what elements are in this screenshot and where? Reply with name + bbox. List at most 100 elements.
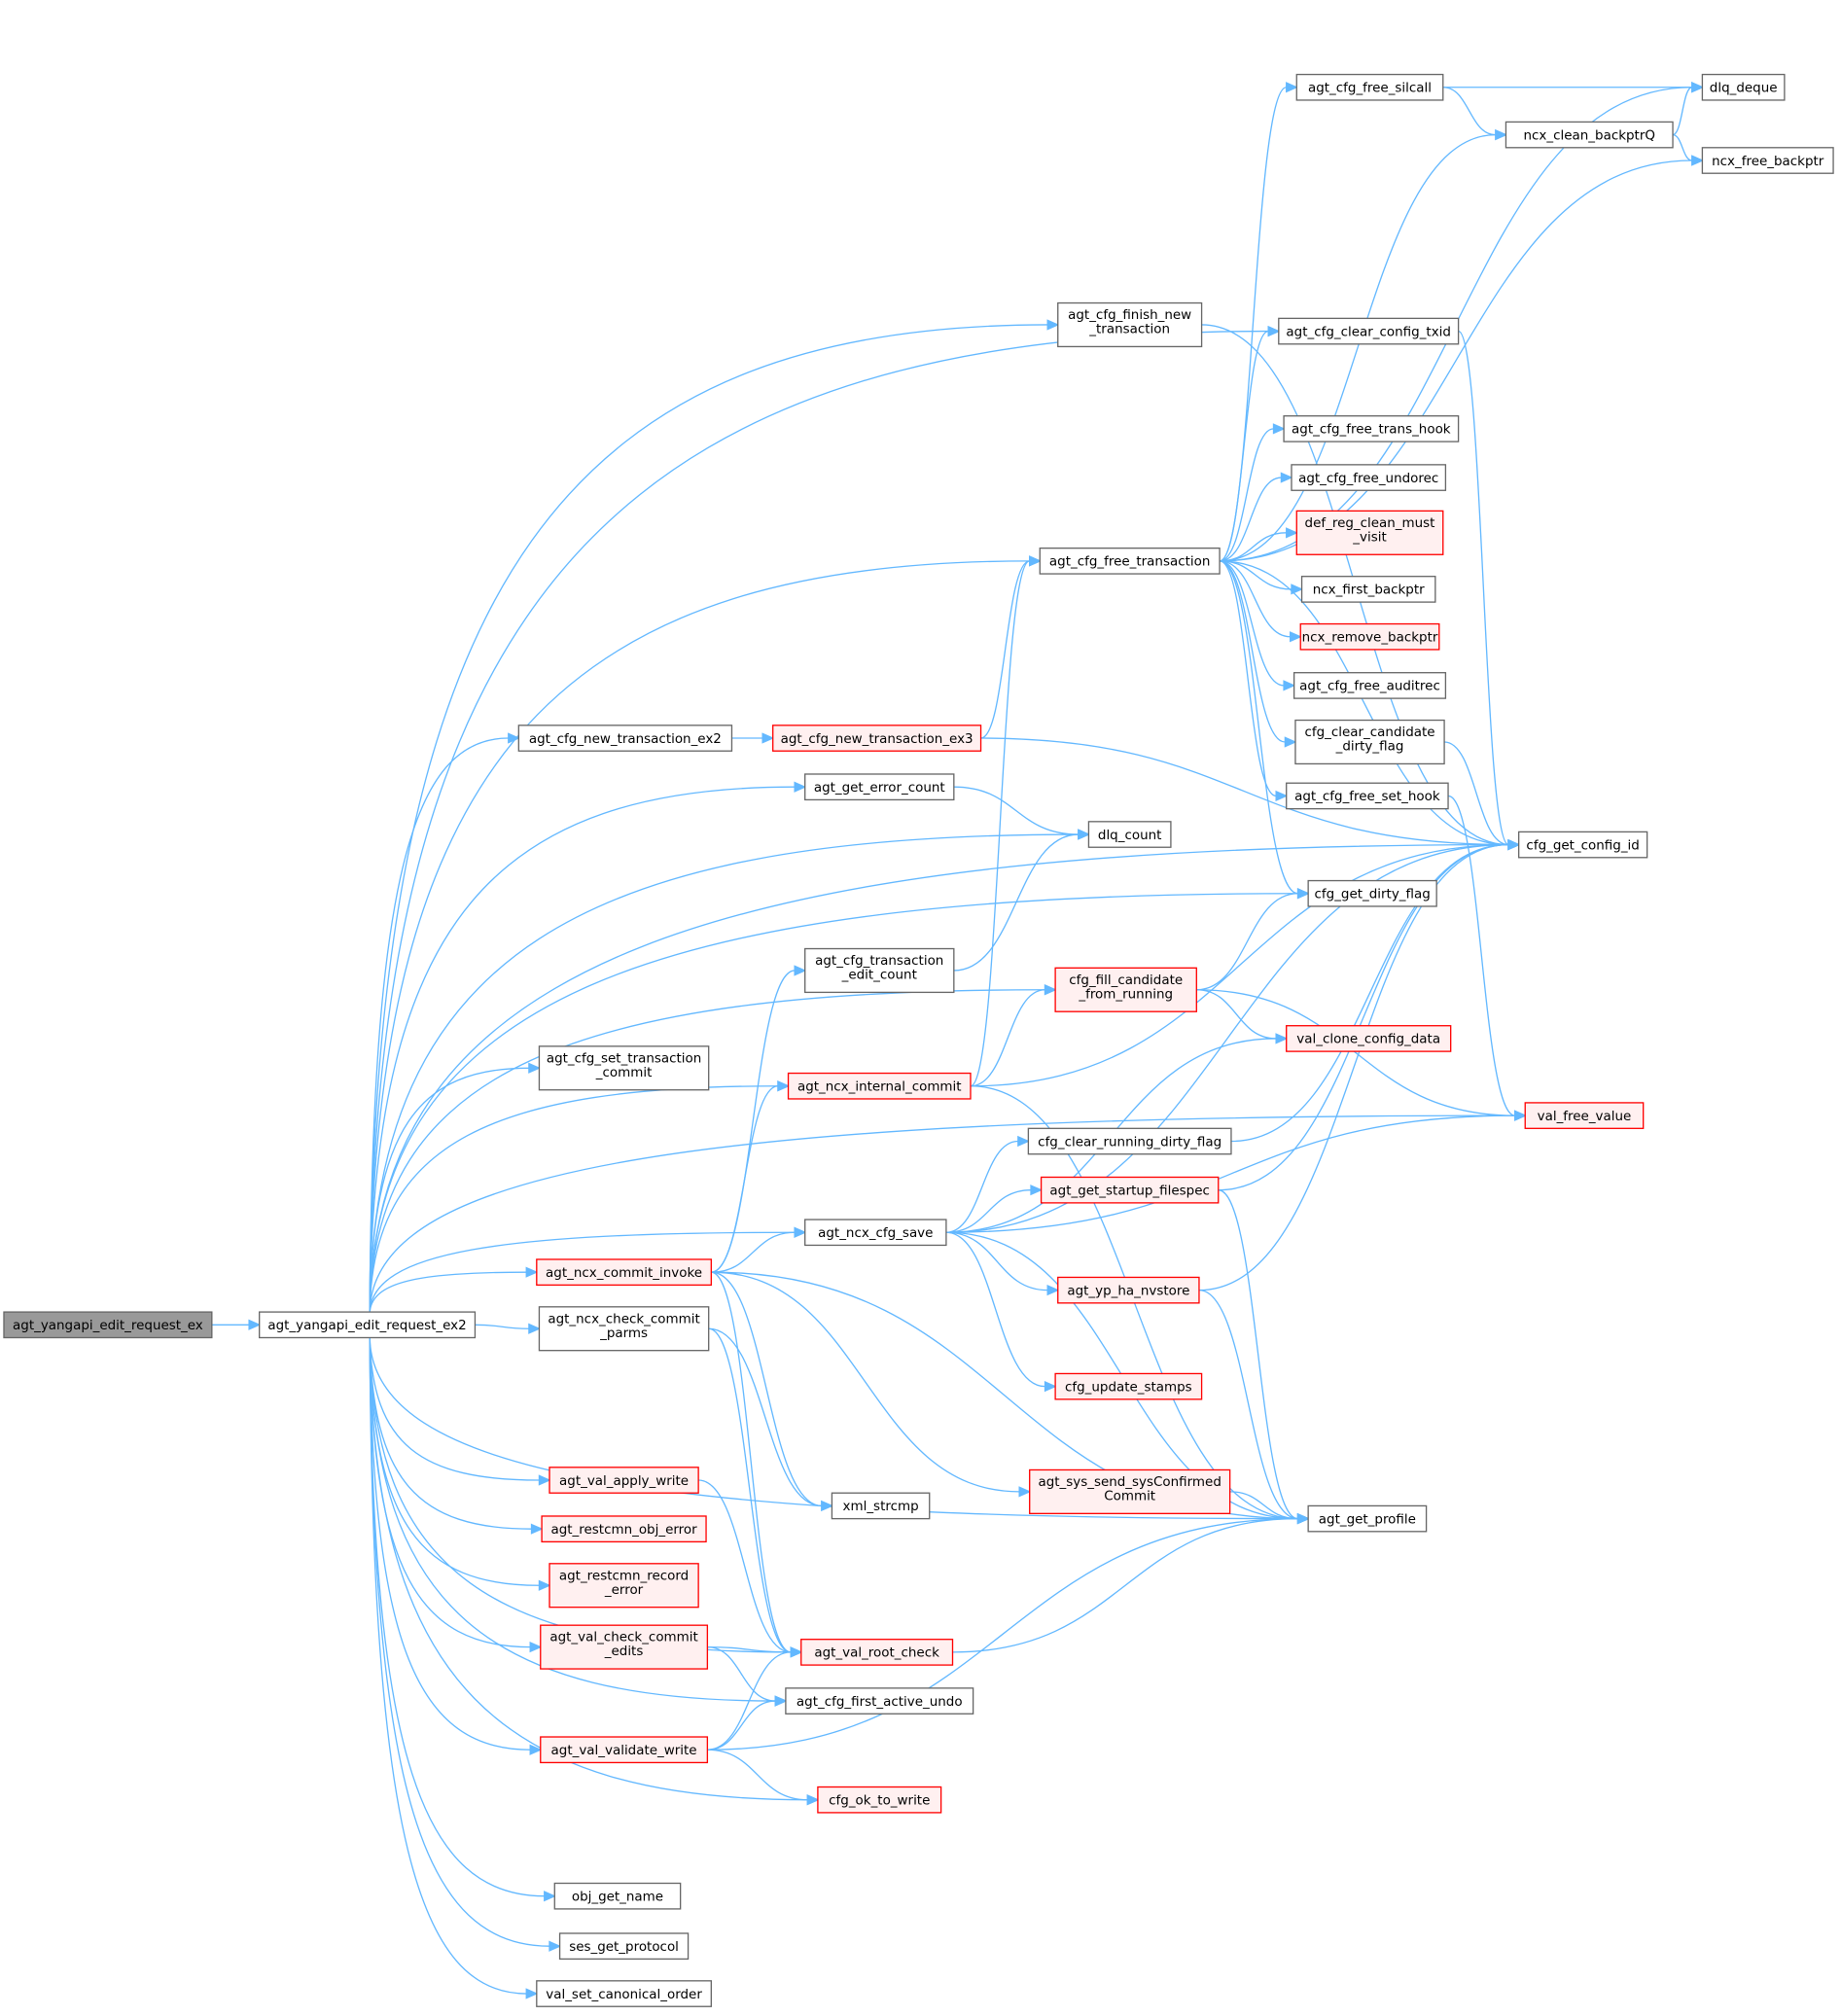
node-cce[interactable]: agt_val_check_commit_edits [540,1624,709,1670]
node-profile[interactable]: agt_get_profile [1307,1504,1428,1533]
node-label: ncx_remove_backptr [1302,630,1438,645]
edge-freetx-to-silcall [1219,87,1287,562]
edge-ex2-to-errcount [369,786,796,1313]
node-sesproto[interactable]: ses_get_protocol [558,1932,690,1961]
node-clone[interactable]: val_clone_config_data [1286,1025,1452,1052]
edge-ex2-to-dlqcount [369,833,1079,1313]
node-clrcand[interactable]: cfg_clear_candidate_dirty_flag [1294,719,1445,765]
node-box [817,1786,942,1814]
edge-clrtxid-to-configid [1458,330,1509,846]
edge-fillcand-to-freeval [1196,989,1515,1116]
node-recerr[interactable]: agt_restcmn_record_error [549,1563,699,1609]
node-newex3[interactable]: agt_cfg_new_transaction_ex3 [772,725,982,752]
arrowhead-icon [1029,555,1042,567]
node-validw[interactable]: agt_val_validate_write [540,1736,709,1764]
node-applyw[interactable]: agt_val_apply_write [549,1467,699,1494]
node-fillcand[interactable]: cfg_fill_candidate_from_running [1054,967,1197,1012]
node-box [540,1736,709,1764]
arrowhead-icon [248,1319,262,1330]
arrowhead-icon [528,1323,542,1334]
node-dirty[interactable]: cfg_get_dirty_flag [1307,879,1437,907]
arrowhead-icon [777,1080,791,1092]
arrowhead-icon [1495,128,1508,141]
edge-validw-to-okwrite [707,1749,808,1801]
node-ccparms[interactable]: agt_ncx_check_commit_parms [538,1306,710,1352]
node-startup[interactable]: agt_get_startup_filespec [1040,1176,1220,1204]
node-firstundo[interactable]: agt_cfg_first_active_undo [785,1687,974,1715]
node-xmlcmp[interactable]: xml_strcmp [831,1492,931,1520]
edge-startup-to-profile [1218,1189,1298,1520]
node-settxc[interactable]: agt_cfg_set_transaction_commit [538,1045,710,1091]
edge-ex2-to-ccparms [475,1324,529,1329]
node-deque[interactable]: dlq_deque [1701,73,1786,101]
arrowhead-icon [1018,1486,1032,1498]
node-rootcheck[interactable]: agt_val_root_check [800,1639,954,1666]
node-sethook[interactable]: agt_cfg_free_set_hook [1286,782,1449,810]
node-label: _commit [595,1066,653,1080]
node-label: agt_cfg_free_trans_hook [1292,423,1451,438]
node-firstbp[interactable]: ncx_first_backptr [1300,576,1436,603]
node-silcall[interactable]: agt_cfg_free_silcall [1295,73,1444,101]
node-label: dlq_deque [1710,82,1778,96]
node-cleanbpq[interactable]: ncx_clean_backptrQ [1505,121,1674,149]
edge-cce-to-rootcheck [707,1645,792,1653]
node-box [3,1311,213,1339]
arrowhead-icon [525,1266,539,1278]
node-box [1286,1025,1452,1052]
edge-cfgsave-to-stamps [945,1231,1045,1388]
node-finish[interactable]: agt_cfg_finish_new_transaction [1057,301,1203,348]
node-transhook[interactable]: agt_cfg_free_trans_hook [1283,415,1460,442]
node-rmbp[interactable]: ncx_remove_backptr [1299,622,1440,651]
node-freebp[interactable]: ncx_free_backptr [1701,147,1834,174]
node-clrrun[interactable]: cfg_clear_running_dirty_flag [1027,1127,1232,1155]
edge-cleanbpq-to-deque [1672,87,1693,136]
node-objname[interactable]: obj_get_name [553,1882,682,1910]
node-canon[interactable]: val_set_canonical_order [536,1980,712,2007]
node-box [1701,147,1834,174]
node-stamps[interactable]: cfg_update_stamps [1054,1372,1203,1400]
node-ex[interactable]: agt_yangapi_edit_request_ex [3,1311,213,1339]
node-box [804,947,955,994]
nodes-layer: agt_yangapi_edit_request_ex agt_yangapi_e… [3,73,1834,2007]
node-ex2[interactable]: agt_yangapi_edit_request_ex2 [259,1311,477,1339]
node-objerr[interactable]: agt_restcmn_obj_error [541,1515,707,1543]
node-box [541,1515,707,1543]
node-label: cfg_get_dirty_flag [1315,888,1431,902]
edge-ex2-to-settxc [369,1067,529,1313]
node-label: agt_yangapi_edit_request_ex2 [267,1319,466,1333]
edge-newex3-to-freetx [980,560,1030,739]
node-box [772,725,982,752]
node-defreg[interactable]: def_reg_clean_must_visit [1295,510,1444,555]
node-intcommit[interactable]: agt_ncx_internal_commit [787,1072,972,1100]
arrowhead-icon [1291,584,1304,595]
edge-fillcand-to-clone [1196,989,1277,1040]
node-clrtxid[interactable]: agt_cfg_clear_config_txid [1278,317,1460,345]
node-cfgsave[interactable]: agt_ncx_cfg_save [804,1219,947,1247]
edge-ex2-to-objname [369,1337,545,1897]
node-freetx[interactable]: agt_cfg_free_transaction [1039,547,1221,575]
node-box [553,1882,682,1910]
node-box [831,1492,931,1520]
arrowhead-icon [774,1695,788,1707]
node-label: cfg_clear_candidate [1304,725,1434,740]
edge-validw-to-rootcheck [707,1651,792,1751]
edge-ex2-to-applyw [369,1337,540,1481]
node-editcount[interactable]: agt_cfg_transaction_edit_count [804,947,955,994]
node-label: ncx_clean_backptrQ [1524,128,1655,143]
node-freeval[interactable]: val_free_value [1524,1102,1645,1129]
node-undorec[interactable]: agt_cfg_free_undorec [1291,464,1447,491]
edge-ex2-to-cfgsave [369,1231,796,1313]
node-okwrite[interactable]: cfg_ok_to_write [817,1786,942,1814]
edge-errcount-to-dlqcount [953,786,1079,835]
edge-validw-to-profile [707,1517,1298,1751]
edge-freetx-to-cleanbpq [1220,133,1496,562]
node-nvstore[interactable]: agt_yp_ha_nvstore [1057,1276,1200,1304]
node-errcount[interactable]: agt_get_error_count [804,773,955,801]
node-audit[interactable]: agt_cfg_free_auditrec [1292,672,1447,699]
node-dlqcount[interactable]: dlq_count [1087,821,1172,848]
node-box [1300,576,1436,603]
node-configid[interactable]: cfg_get_config_id [1517,831,1648,859]
node-cinvoke[interactable]: agt_ncx_commit_invoke [536,1258,712,1287]
node-newex2[interactable]: agt_cfg_new_transaction_ex2 [517,725,733,752]
